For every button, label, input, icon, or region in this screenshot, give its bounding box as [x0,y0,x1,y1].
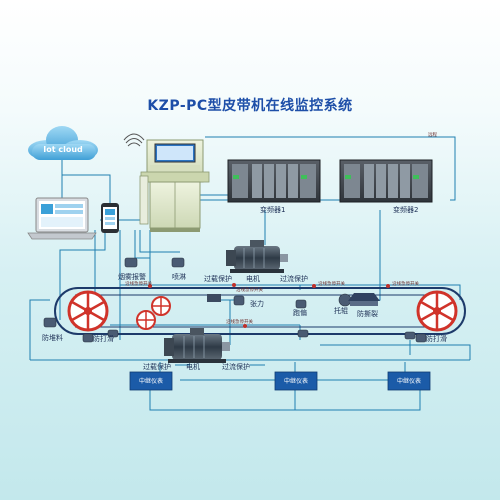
tension-weight-icon [207,294,221,302]
spray-label: 喷淋 [172,272,186,281]
pull-switch-label-3: 沿线急停开关 [318,280,345,287]
sensor-lower-1 [107,329,119,338]
anti-slip-left-icon [82,333,94,343]
relay-3 [387,371,431,391]
remote-label: 远程 [428,131,437,138]
sensor-lower-3 [404,331,416,340]
pull-switch-label-1: 沿线急停开关 [125,280,152,287]
inverter-1-label: 变频器1 [260,205,285,214]
laptop-icon [27,197,97,240]
pull-switch-label-2: 沿线急停开关 [236,286,263,293]
relay-2 [274,371,318,391]
motor-top-motor-label: 电机 [246,274,260,283]
motor-bottom-overcurrent-label: 过流保护 [222,362,250,371]
anti-tear-label: 防撕裂 [357,309,378,318]
anti-slip-right-label: 防打滑 [426,334,447,343]
pull-switch-dot-3 [312,284,316,288]
tension-icon [233,295,245,306]
control-cabinet [139,139,210,232]
pull-switch-dot-1 [148,284,152,288]
cloud-icon [28,126,98,160]
relay-3-label: 中继仪表 [397,377,421,385]
bend-pulley-1 [151,296,171,316]
smoke-alarm-icon [124,257,138,268]
inverter-2-icon [339,159,433,203]
anti-slip-right-icon [415,333,427,343]
anti-tear-icon [348,293,380,306]
deviation-label: 跑偏 [293,308,307,317]
bend-pulley-2 [136,310,156,330]
pull-switch-label-4: 沿线急停开关 [392,280,419,287]
phone-icon [101,203,119,233]
motor-bottom-icon [164,328,230,363]
deviation-icon [295,299,307,309]
sensor-lower-2 [297,329,309,338]
motor-top-overload-label: 过载保护 [204,274,232,283]
pull-switch-dot-5 [243,324,247,328]
motor-top-overcurrent-label: 过流保护 [280,274,308,283]
head-pulley [416,290,458,332]
pull-switch-dot-2 [232,283,236,287]
motor-bottom-motor-label: 电机 [186,362,200,371]
anti-slip-left-label: 防打滑 [93,334,114,343]
diagram-title: KZP-PC型皮带机在线监控系统 [147,98,353,114]
spray-icon [171,257,185,268]
conveyor-belt [54,287,466,335]
relay-1-label: 中继仪表 [139,377,163,385]
tension-label: 张力 [250,299,264,308]
cloud-label: Iot cloud [43,145,83,154]
pull-switch-dot-4 [386,284,390,288]
motor-top-icon [226,240,288,273]
inverter-2-label: 变频器2 [393,205,418,214]
anti-pile-icon [43,317,57,328]
relay-2-label: 中继仪表 [284,377,308,385]
relay-1 [129,371,173,391]
tail-pulley [67,290,109,332]
idler-label: 托辊 [334,306,348,315]
motor-bottom-overload-label: 过载保护 [143,362,171,371]
smoke-alarm-label: 烟雾报警 [118,272,146,281]
inverter-1-icon [227,159,321,203]
pull-switch-label-5: 沿线急停开关 [226,318,253,325]
wifi-icon [123,133,145,147]
anti-pile-label: 防堆料 [42,333,63,342]
